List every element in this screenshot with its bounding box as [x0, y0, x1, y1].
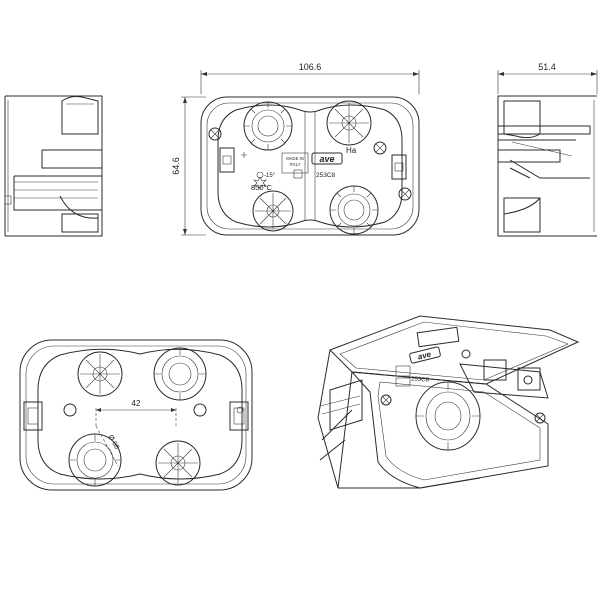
- front-made-in-label: MADE IN: [286, 156, 303, 161]
- knockout-top-left: [243, 101, 293, 151]
- front-italy-label: ITALY: [289, 162, 300, 167]
- screw-top-left: [208, 127, 222, 141]
- dimension-depth-label: 51.4: [538, 62, 556, 72]
- front-temperature-label: 850°C: [251, 183, 273, 192]
- back-knockout-top-left: [77, 351, 123, 397]
- back-knockout-top-right: [153, 347, 207, 401]
- isometric-view: ave 253C8: [317, 315, 580, 489]
- knockout-bottom-left: [252, 190, 294, 232]
- back-knockout-bottom-right: [155, 440, 201, 486]
- iso-brand-logo: ave: [417, 349, 433, 361]
- knockout-bottom-right: [329, 185, 379, 235]
- back-view: 42 Ø 68: [19, 339, 253, 491]
- side-view-left: [4, 95, 103, 237]
- iso-code-label: 253C8: [411, 376, 430, 383]
- front-code-label: 253C8: [316, 172, 336, 179]
- iso-knockout: [415, 381, 481, 451]
- dimension-center-distance-label: 42: [132, 399, 141, 408]
- dimension-width-label: 106.6: [299, 62, 322, 72]
- front-view: 106.6 64.6: [171, 62, 420, 236]
- back-knockout-bottom-left: [68, 433, 122, 487]
- screw-bottom-right: [398, 187, 412, 201]
- knockout-top-right: [326, 100, 372, 146]
- screw-top-right: [373, 141, 387, 155]
- front-minus-temp-label: -15°: [264, 173, 276, 179]
- front-brand-logo: ave: [319, 154, 334, 164]
- side-view-right: 51.4: [497, 62, 598, 237]
- front-ha-label: Ha: [346, 146, 357, 155]
- dimension-height-label: 64.6: [171, 157, 181, 175]
